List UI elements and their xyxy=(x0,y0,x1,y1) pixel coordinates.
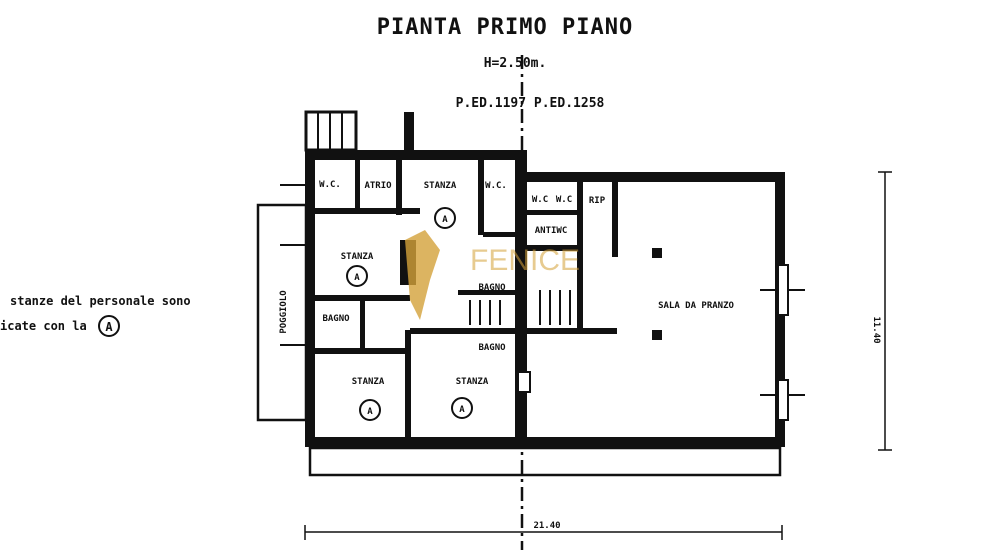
svg-text:A: A xyxy=(354,273,360,283)
external-stair xyxy=(304,110,414,152)
legend-line-1: stanze del personale sono xyxy=(10,294,191,308)
room-label-rip: RIP xyxy=(589,196,606,206)
svg-text:21.40: 21.40 xyxy=(533,521,560,531)
legend-marker-circle xyxy=(98,315,120,337)
internal-stair xyxy=(469,290,571,325)
legend-marker-letter: A xyxy=(105,320,113,334)
room-label-wc: W.C xyxy=(556,195,572,205)
staff-markers: A A A A xyxy=(346,207,473,421)
room-label-stanza: STANZA xyxy=(456,377,489,387)
svg-text:11.40: 11.40 xyxy=(871,316,881,343)
plan-title: PIANTA PRIMO PIANO xyxy=(377,15,633,40)
room-label-wc: W.C. xyxy=(319,180,341,190)
dimension-depth: 11.40 xyxy=(871,171,892,451)
room-label-stanza: STANZA xyxy=(341,252,374,262)
room-label-atrio: ATRIO xyxy=(364,181,392,191)
dimension-width: 21.40 xyxy=(304,521,783,540)
parcel-labels: P.ED.1197 P.ED.1258 xyxy=(456,96,605,111)
room-label-sala-da-pranzo: SALA DA PRANZO xyxy=(658,301,734,311)
watermark-text: FENICE xyxy=(470,244,580,277)
windows xyxy=(280,184,805,421)
svg-text:A: A xyxy=(459,405,465,415)
room-label-antiwc: ANTIWC xyxy=(535,226,568,236)
room-label-stanza: STANZA xyxy=(424,181,457,191)
room-label-bagno: BAGNO xyxy=(478,283,506,293)
svg-text:A: A xyxy=(367,407,373,417)
room-label-stanza: STANZA xyxy=(352,377,385,387)
room-label-poggiolo: POGGIOLO xyxy=(279,290,289,334)
watermark-logo: FENICE xyxy=(405,230,580,320)
legend-line-2: icate con la xyxy=(0,319,87,333)
room-label-wc: W.C. xyxy=(485,181,507,191)
room-label-wc: W.C xyxy=(532,195,548,205)
height-note: H=2.50m. xyxy=(484,56,547,71)
room-label-bagno: BAGNO xyxy=(322,314,350,324)
svg-text:A: A xyxy=(442,215,448,225)
room-label-bagno: BAGNO xyxy=(478,343,506,353)
bottom-balcony xyxy=(308,446,782,477)
